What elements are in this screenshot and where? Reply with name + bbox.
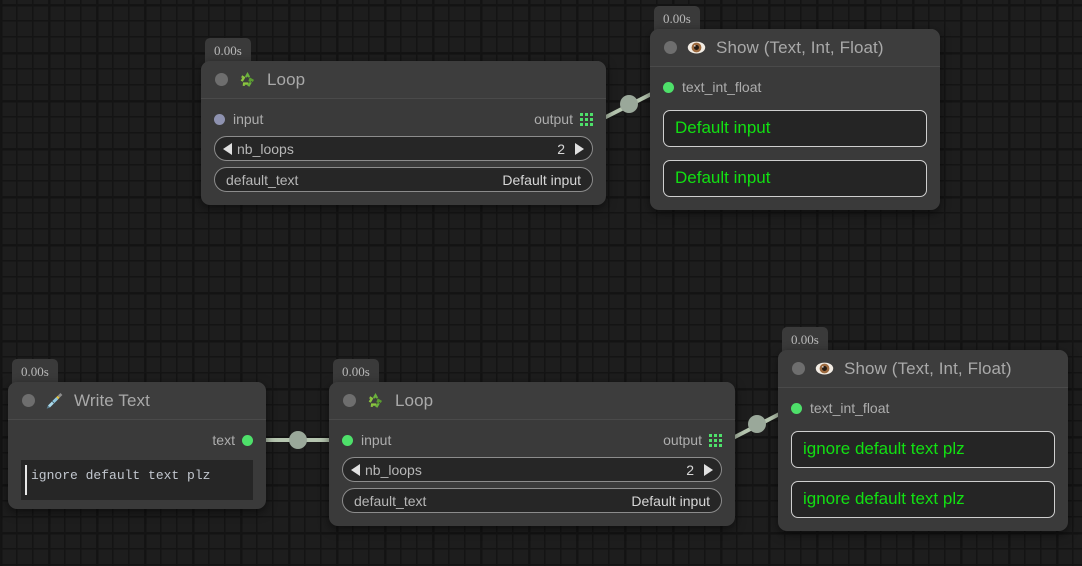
eye-icon: [687, 41, 706, 54]
stepper-decrement-icon[interactable]: [351, 463, 360, 476]
node-time-badge: 0.00s: [333, 359, 379, 385]
output-port-label: output: [663, 432, 702, 448]
param-default-text-field[interactable]: default_text Default input: [342, 488, 722, 513]
node-title: Show (Text, Int, Float): [716, 37, 884, 57]
param-name: nb_loops: [365, 461, 422, 478]
port-row: text_int_float: [663, 77, 927, 97]
text-caret: [25, 465, 27, 495]
param-default-text-field[interactable]: default_text Default input: [214, 167, 593, 192]
node-header[interactable]: Show (Text, Int, Float): [778, 350, 1068, 388]
recycle-icon: [240, 72, 254, 87]
input-port-label: input: [361, 432, 392, 448]
node-show-bottom[interactable]: Show (Text, Int, Float) text_int_float i…: [778, 350, 1068, 531]
node-body: input output nb_loops 2 default_text Def…: [329, 420, 735, 526]
node-body: input output nb_loops 2 default_text Def…: [201, 99, 606, 205]
input-port-dot[interactable]: [342, 434, 353, 446]
collapse-toggle-icon[interactable]: [343, 394, 356, 407]
node-header[interactable]: Loop: [329, 382, 735, 420]
cable-reroute-handle[interactable]: [748, 415, 766, 433]
input-port-dot[interactable]: [663, 81, 674, 93]
input-port-label: input: [233, 111, 264, 127]
param-value: 2: [557, 140, 565, 157]
node-header[interactable]: Write Text: [8, 382, 266, 420]
cable-reroute-handle[interactable]: [620, 95, 638, 113]
param-value: 2: [686, 461, 694, 478]
param-nb-loops-stepper[interactable]: nb_loops 2: [214, 136, 593, 161]
node-loop-bottom[interactable]: Loop input output nb_loops 2: [329, 382, 735, 526]
output-port-dot[interactable]: [242, 434, 253, 446]
list-grid-icon[interactable]: [709, 433, 722, 447]
port-row: input output: [342, 430, 722, 450]
port-row: input output: [214, 109, 593, 129]
cable-reroute-handle[interactable]: [289, 431, 307, 449]
node-time-badge: 0.00s: [205, 38, 251, 64]
node-write-text[interactable]: Write Text text ignore default text plz: [8, 382, 266, 509]
display-value-box: Default input: [663, 160, 927, 197]
stepper-decrement-icon[interactable]: [223, 142, 232, 155]
display-value-box: ignore default text plz: [791, 481, 1055, 518]
node-body: text_int_float Default input Default inp…: [650, 67, 940, 210]
param-name: default_text: [354, 492, 427, 509]
node-title: Write Text: [74, 390, 150, 410]
node-body: text_int_float ignore default text plz i…: [778, 388, 1068, 531]
recycle-icon: [368, 393, 382, 408]
collapse-toggle-icon[interactable]: [792, 362, 805, 375]
port-row: text_int_float: [791, 398, 1055, 418]
text-input-area[interactable]: ignore default text plz: [21, 460, 253, 500]
stepper-increment-icon[interactable]: [704, 463, 713, 476]
collapse-toggle-icon[interactable]: [22, 394, 35, 407]
collapse-toggle-icon[interactable]: [664, 41, 677, 54]
node-title: Loop: [267, 69, 306, 89]
node-title: Loop: [395, 390, 434, 410]
input-port-dot[interactable]: [791, 402, 802, 414]
output-port-label: output: [534, 111, 573, 127]
param-nb-loops-stepper[interactable]: nb_loops 2: [342, 457, 722, 482]
stepper-increment-icon[interactable]: [575, 142, 584, 155]
input-port-label: text_int_float: [682, 79, 762, 95]
node-time-badge: 0.00s: [12, 359, 58, 385]
eye-icon: [815, 362, 834, 375]
display-value-box: Default input: [663, 110, 927, 147]
node-show-top[interactable]: Show (Text, Int, Float) text_int_float D…: [650, 29, 940, 210]
param-name: nb_loops: [237, 140, 294, 157]
node-loop-top[interactable]: Loop input output nb_loops 2: [201, 61, 606, 205]
param-name: default_text: [226, 171, 299, 188]
node-title: Show (Text, Int, Float): [844, 358, 1012, 378]
node-time-badge: 0.00s: [654, 6, 700, 32]
param-value: Default input: [502, 171, 581, 188]
node-header[interactable]: Loop: [201, 61, 606, 99]
output-port-label: text: [212, 432, 235, 448]
param-value: Default input: [631, 492, 710, 509]
input-port-label: text_int_float: [810, 400, 890, 416]
input-port-dot[interactable]: [214, 113, 225, 125]
node-body: text ignore default text plz: [8, 420, 266, 509]
port-row: text: [21, 430, 253, 450]
pen-nib-icon: [46, 392, 63, 409]
node-time-badge: 0.00s: [782, 327, 828, 353]
node-header[interactable]: Show (Text, Int, Float): [650, 29, 940, 67]
display-value-box: ignore default text plz: [791, 431, 1055, 468]
collapse-toggle-icon[interactable]: [215, 73, 228, 86]
text-input-value: ignore default text plz: [31, 468, 211, 483]
list-grid-icon[interactable]: [580, 112, 593, 126]
